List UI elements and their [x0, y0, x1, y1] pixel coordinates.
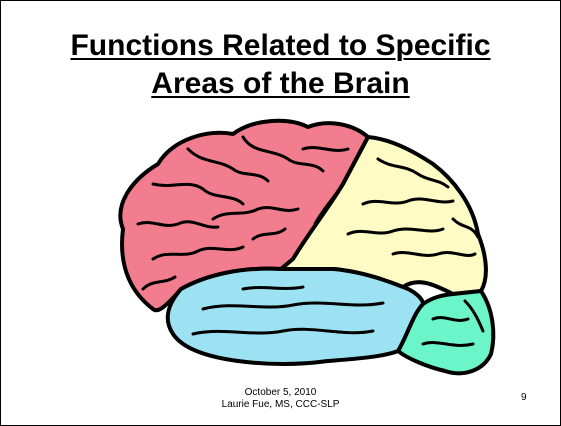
title-line-2: Areas of the Brain	[1, 65, 560, 103]
brain-illustration	[93, 109, 503, 379]
temporal-lobe	[168, 269, 423, 364]
title-line-1: Functions Related to Specific	[1, 27, 560, 65]
page-number: 9	[521, 392, 527, 403]
slide-title: Functions Related to Specific Areas of t…	[1, 27, 560, 103]
footer-date: October 5, 2010	[1, 387, 560, 399]
slide-footer: October 5, 2010 Laurie Fue, MS, CCC-SLP	[1, 387, 560, 411]
footer-author: Laurie Fue, MS, CCC-SLP	[1, 399, 560, 411]
